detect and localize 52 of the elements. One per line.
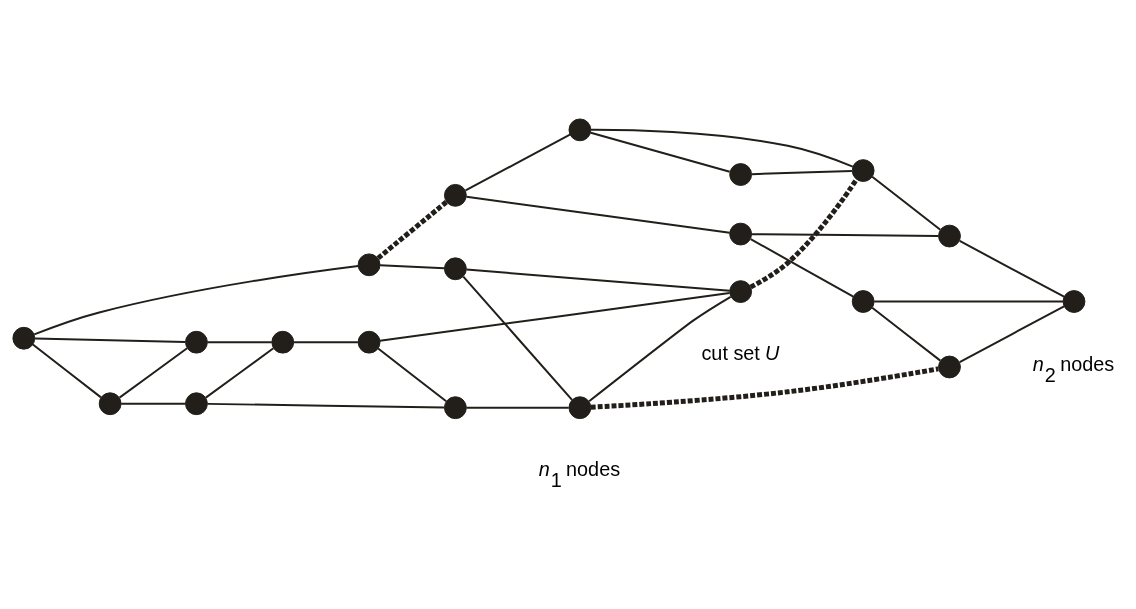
node-circle [444,396,467,420]
connector [465,268,731,292]
node-circle [729,280,753,303]
connector [958,239,1065,298]
connector [589,128,854,168]
connector [871,175,942,231]
connector [379,264,446,270]
node-circle [568,396,592,420]
node-circle [729,222,753,246]
connector [465,406,570,409]
node-circle [12,326,36,350]
connector [31,343,102,399]
node-circle [851,159,875,182]
node-circle [357,330,381,354]
label: cut set U [701,342,780,365]
connector [378,292,731,342]
connector [749,238,855,298]
node-circle [98,392,122,416]
node-circle [729,163,753,186]
connector [749,178,859,290]
connector [750,169,853,176]
connector [871,306,942,362]
connector [292,341,360,344]
connector [206,341,273,344]
connector [376,200,449,261]
connector [588,295,732,403]
connector [958,305,1065,364]
connector [206,402,446,409]
node-circle [357,253,381,277]
node-circle [271,330,295,354]
connector [750,233,940,237]
node-circle [938,355,961,379]
connector [589,131,731,173]
connector [873,300,1064,303]
node-circle [568,118,592,142]
node-circle [444,183,467,207]
connector [462,275,574,401]
node-circle [185,330,208,354]
node-circle [444,257,467,281]
connector [590,366,939,410]
connector [465,195,731,234]
connector [33,265,360,336]
node-circle [851,290,875,313]
node-circle [185,392,208,416]
connector [118,347,189,399]
connector [204,347,275,399]
node-circle [938,224,961,248]
connector [464,133,571,192]
connector [377,347,448,403]
node-circle [1062,290,1086,313]
connector [33,337,187,343]
connector [120,402,187,405]
